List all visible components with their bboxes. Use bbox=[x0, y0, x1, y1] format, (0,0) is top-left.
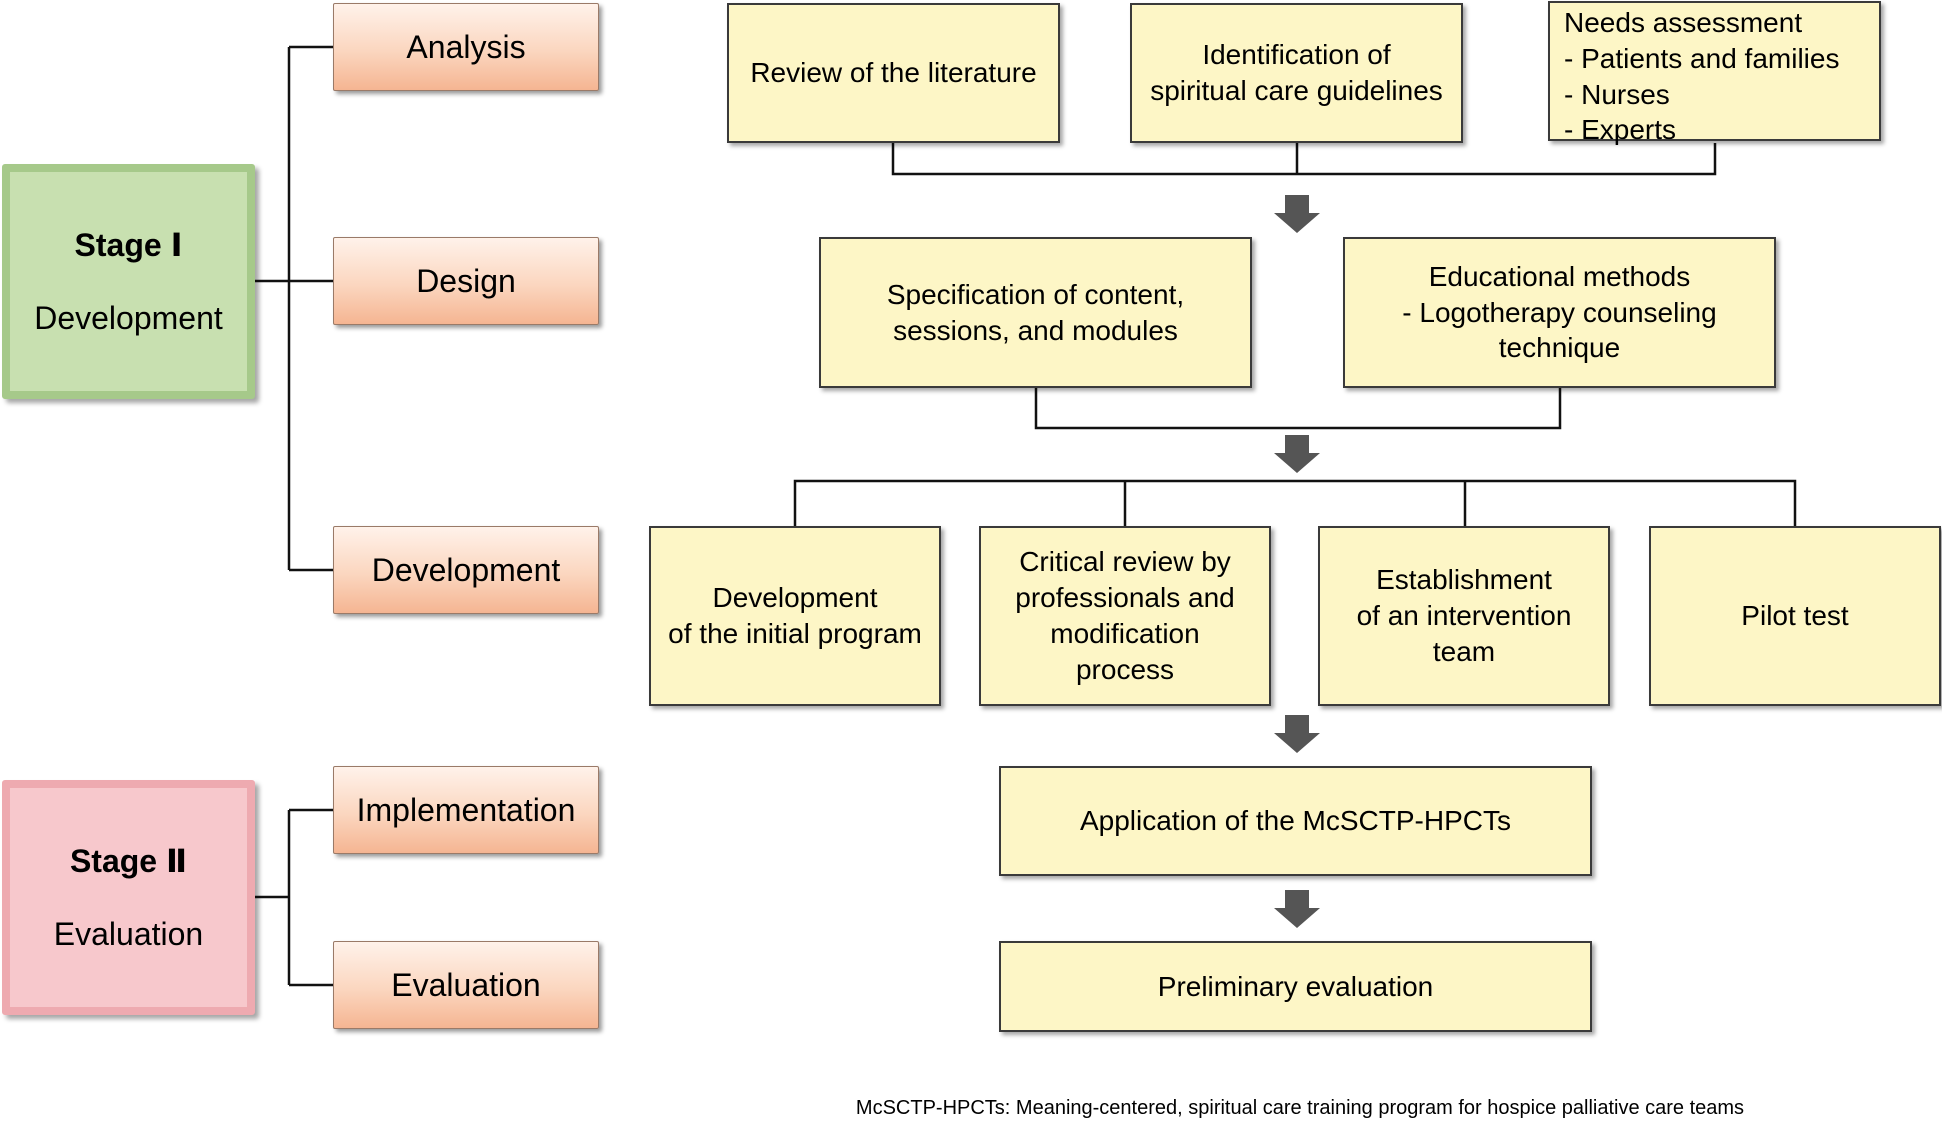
box-pilot-test: Pilot test bbox=[1649, 526, 1941, 706]
stage-1-box: Stage Ⅰ Development bbox=[2, 164, 255, 399]
stage-2-title: Stage Ⅱ bbox=[69, 842, 188, 879]
arrow-down-icon bbox=[1274, 195, 1320, 233]
phase-analysis: Analysis bbox=[333, 3, 599, 91]
arrow-down-icon bbox=[1274, 890, 1320, 928]
phase-evaluation: Evaluation bbox=[333, 941, 599, 1029]
stage-1-title: Stage Ⅰ bbox=[74, 226, 183, 263]
box-needs-assessment: Needs assessment - Patients and families… bbox=[1548, 1, 1881, 145]
stage-2-name: Evaluation bbox=[53, 915, 204, 952]
box-spiritual-guidelines: Identification of spiritual care guideli… bbox=[1130, 3, 1463, 143]
phase-design: Design bbox=[333, 237, 599, 325]
arrow-down-icon bbox=[1274, 715, 1320, 753]
box-content-specification: Specification of content, sessions, and … bbox=[819, 237, 1252, 388]
box-application: Application of the McSCTP-HPCTs bbox=[999, 766, 1592, 876]
arrow-down-icon bbox=[1274, 435, 1320, 473]
footnote: McSCTP-HPCTs: Meaning-centered, spiritua… bbox=[855, 1097, 1745, 1119]
stage-2-box: Stage Ⅱ Evaluation bbox=[2, 780, 255, 1015]
box-initial-program: Development of the initial program bbox=[649, 526, 941, 706]
box-educational-methods: Educational methods - Logotherapy counse… bbox=[1343, 237, 1776, 388]
box-critical-review: Critical review by professionals and mod… bbox=[979, 526, 1271, 706]
stage-1-name: Development bbox=[34, 299, 223, 336]
box-preliminary-evaluation: Preliminary evaluation bbox=[999, 941, 1592, 1032]
phase-implementation: Implementation bbox=[333, 766, 599, 854]
box-intervention-team: Establishment of an intervention team bbox=[1318, 526, 1610, 706]
phase-development: Development bbox=[333, 526, 599, 614]
box-review-literature: Review of the literature bbox=[727, 3, 1060, 143]
flow-arrows bbox=[1274, 195, 1320, 928]
